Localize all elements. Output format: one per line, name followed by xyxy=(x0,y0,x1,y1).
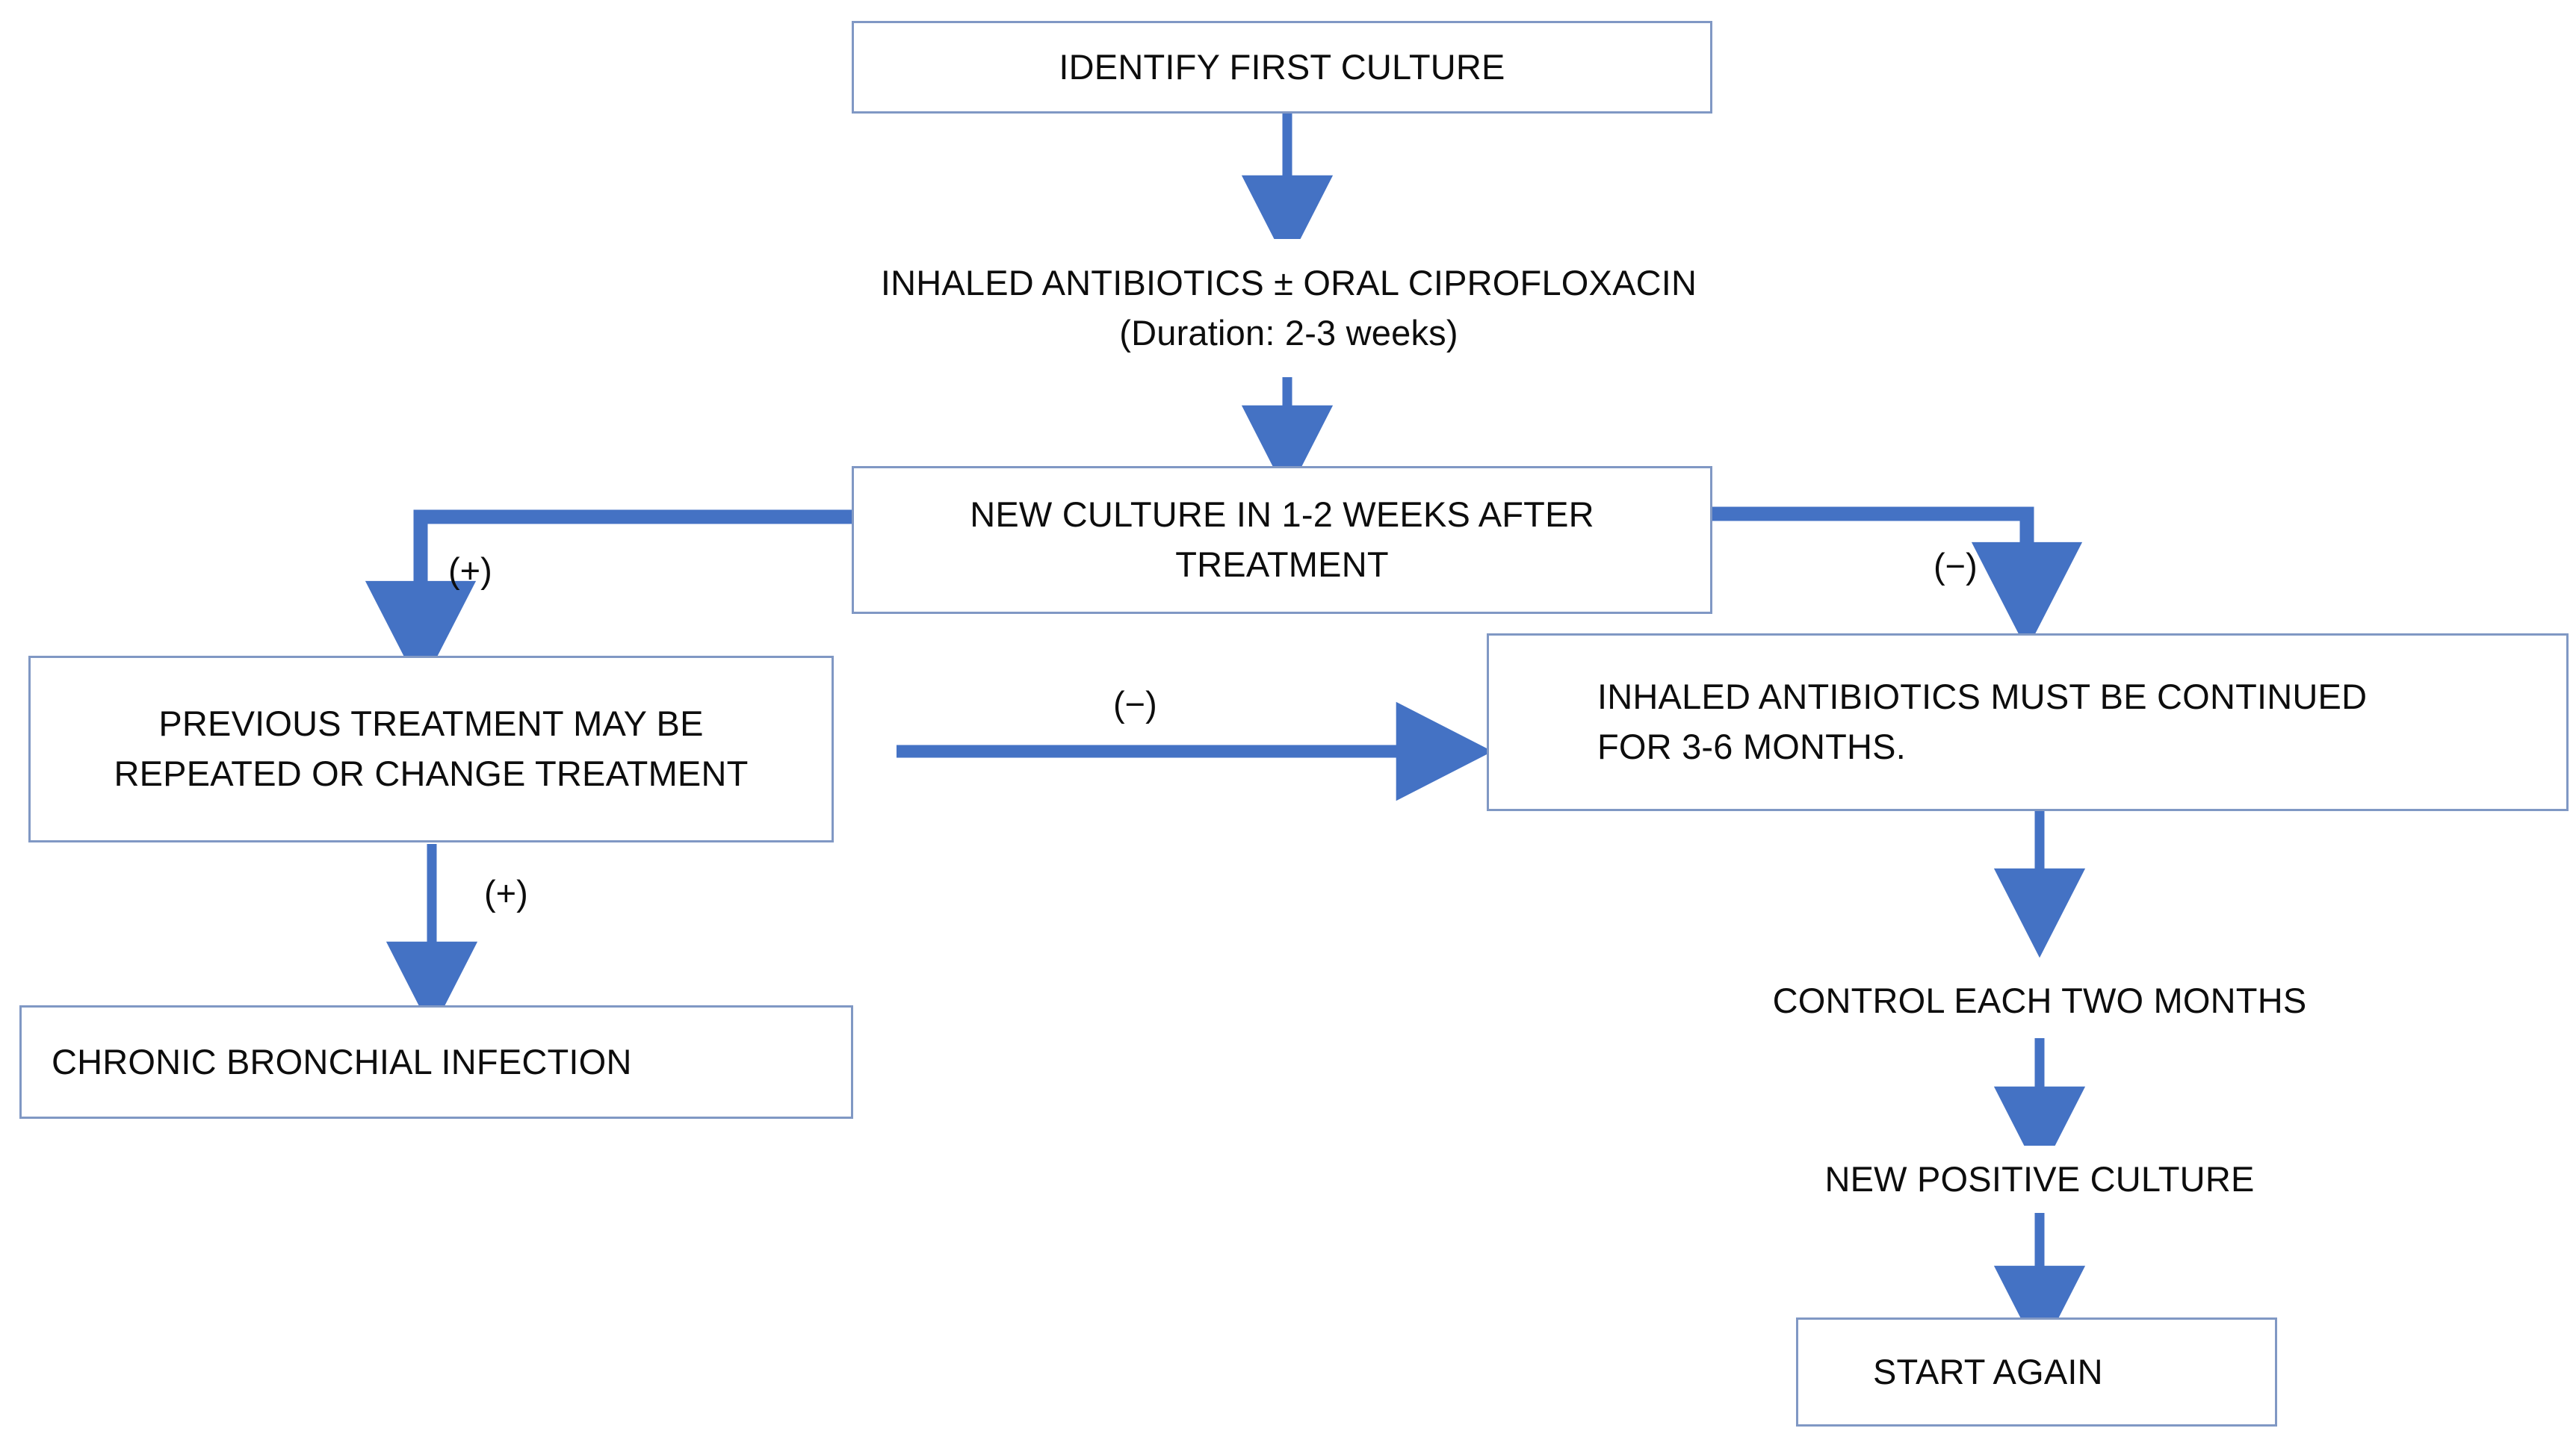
node-new-culture-label: NEW CULTURE IN 1-2 WEEKS AFTER TREATMENT xyxy=(970,494,1594,584)
node-new-positive-culture-label: NEW POSITIVE CULTURE xyxy=(1824,1158,2255,1199)
edge-label-new-culture-negative: (−) xyxy=(1933,546,1978,586)
node-inhaled-antibiotics-oral-label: INHALED ANTIBIOTICS ± ORAL CIPROFLOXACIN… xyxy=(880,262,1697,353)
node-identify-first-culture-label: IDENTIFY FIRST CULTURE xyxy=(1059,46,1505,87)
edge-label-new-culture-positive: (+) xyxy=(448,550,492,590)
edge-newculture-negative xyxy=(1712,506,2083,651)
node-chronic-bronchial-infection-label: CHRONIC BRONCHIAL INFECTION xyxy=(52,1041,632,1081)
node-inhaled-continued-label: INHALED ANTIBIOTICS MUST BE CONTINUED FO… xyxy=(1597,677,2368,766)
node-control-two-months-label: CONTROL EACH TWO MONTHS xyxy=(1772,980,2307,1020)
node-start-again-label: START AGAIN xyxy=(1873,1351,2103,1391)
node-chronic-bronchial-infection[interactable]: CHRONIC BRONCHIAL INFECTION xyxy=(19,1005,853,1119)
node-control-two-months: CONTROL EACH TWO MONTHS xyxy=(1629,963,2450,1038)
edge-label-previous-treatment-negative: (−) xyxy=(1113,684,1157,724)
node-identify-first-culture[interactable]: IDENTIFY FIRST CULTURE xyxy=(852,21,1712,114)
node-inhaled-antibiotics-oral: INHALED ANTIBIOTICS ± ORAL CIPROFLOXACIN… xyxy=(747,239,1830,377)
node-new-positive-culture: NEW POSITIVE CULTURE xyxy=(1629,1146,2450,1213)
node-previous-treatment-label: PREVIOUS TREATMENT MAY BE REPEATED OR CH… xyxy=(114,704,749,793)
edge-label-previous-treatment-positive: (+) xyxy=(484,873,528,913)
node-inhaled-continued[interactable]: INHALED ANTIBIOTICS MUST BE CONTINUED FO… xyxy=(1487,633,2569,811)
node-new-culture[interactable]: NEW CULTURE IN 1-2 WEEKS AFTER TREATMENT xyxy=(852,466,1712,614)
node-start-again[interactable]: START AGAIN xyxy=(1796,1317,2277,1427)
node-previous-treatment[interactable]: PREVIOUS TREATMENT MAY BE REPEATED OR CH… xyxy=(28,656,834,842)
